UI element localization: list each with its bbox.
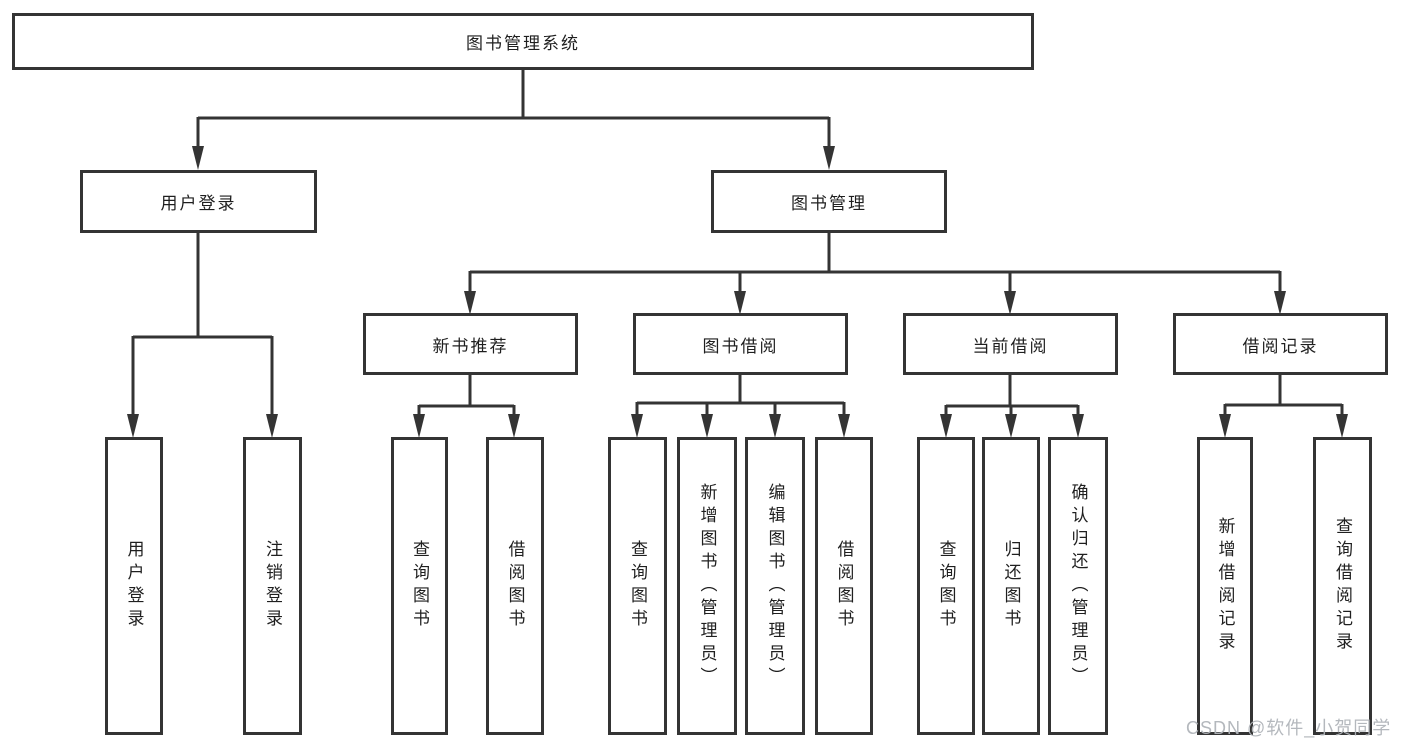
node-borrow-books: 借阅图书 (815, 437, 873, 735)
node-current-borrowing: 当前借阅 (903, 313, 1118, 375)
node-logout: 注销登录 (243, 437, 302, 735)
node-query-books-borrowing: 查询图书 (608, 437, 667, 735)
node-edit-books-admin: 编辑图书（管理员） (745, 437, 805, 735)
node-new-book-recommendation: 新书推荐 (363, 313, 578, 375)
node-root-library-management-system: 图书管理系统 (12, 13, 1034, 70)
node-borrow-books-recommend: 借阅图书 (486, 437, 544, 735)
node-user-login-branch: 用户登录 (80, 170, 317, 233)
node-book-management-branch: 图书管理 (711, 170, 947, 233)
node-borrowing-records: 借阅记录 (1173, 313, 1388, 375)
node-confirm-return-admin: 确认归还（管理员） (1048, 437, 1108, 735)
node-return-books: 归还图书 (982, 437, 1040, 735)
node-query-books-current: 查询图书 (917, 437, 975, 735)
node-user-login: 用户登录 (105, 437, 163, 735)
node-query-books-recommend: 查询图书 (391, 437, 448, 735)
csdn-watermark: CSDN @软件_小贺同学 (1186, 718, 1392, 738)
node-book-borrowing: 图书借阅 (633, 313, 848, 375)
node-add-books-admin: 新增图书（管理员） (677, 437, 737, 735)
node-query-borrow-record: 查询借阅记录 (1313, 437, 1372, 735)
node-add-borrow-record: 新增借阅记录 (1197, 437, 1253, 735)
